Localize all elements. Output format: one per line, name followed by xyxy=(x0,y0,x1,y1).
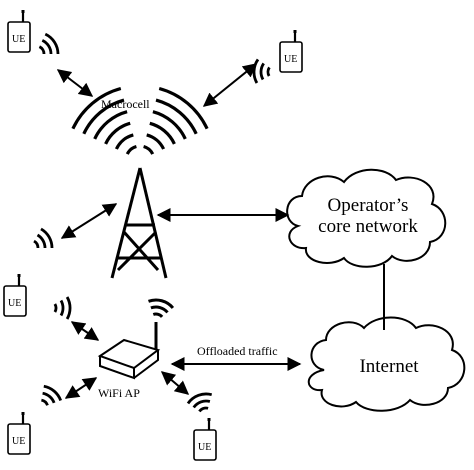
tower-wave-left-arc-4 xyxy=(93,110,128,140)
macrocell-tower xyxy=(71,86,209,279)
ue6-wave-arc-1 xyxy=(198,406,209,413)
core-network-label-line2: core network xyxy=(318,216,418,237)
ue-device-4: UE xyxy=(6,410,32,456)
tower-wave-right-arc-3 xyxy=(149,121,176,145)
ue-device-5: UE xyxy=(192,416,218,462)
phone-icon xyxy=(6,8,32,54)
ue5-wave-arc-2 xyxy=(42,391,56,404)
phone-icon xyxy=(2,272,28,318)
ue3-wave-arc-3 xyxy=(40,227,54,249)
ue-label: UE xyxy=(8,298,21,309)
ue-device-2: UE xyxy=(278,28,304,74)
ue4-wave-arc-2 xyxy=(59,299,65,317)
link-ue5-ap xyxy=(64,377,98,399)
macrocell-label: Macrocell xyxy=(101,97,150,111)
ap-wave-arc-2 xyxy=(150,305,169,314)
tower-wave-right-arc-2 xyxy=(146,133,166,150)
ue-label: UE xyxy=(198,442,211,453)
link-ue1-macrocell xyxy=(56,69,94,97)
tower-wave-right-arc-5 xyxy=(155,98,198,135)
ue-device-1: UE xyxy=(6,8,32,54)
wifi-ap: WiFi AP xyxy=(97,298,175,400)
internet-cloud: Internet xyxy=(307,316,466,412)
core-network-cloud: Operator’s core network xyxy=(286,168,447,268)
ue6-wave-arc-2 xyxy=(192,399,211,409)
core-network-label-line1: Operator’s xyxy=(328,195,409,216)
ap-wave-arc-3 xyxy=(147,298,175,309)
tower-wave-right-arc-6 xyxy=(158,86,209,130)
ue-label: UE xyxy=(12,436,25,447)
tower-lattice-icon xyxy=(110,167,168,279)
ue-device-3: UE xyxy=(2,272,28,318)
link-ue4-ap xyxy=(70,321,100,341)
ue-label: UE xyxy=(12,34,25,45)
ue-radio-waves xyxy=(33,32,271,413)
offloaded-traffic-label: Offloaded traffic xyxy=(197,344,278,358)
tower-wave-left-arc-5 xyxy=(82,98,125,135)
ue3-wave-arc-2 xyxy=(36,233,47,249)
wifi-waves-icon xyxy=(147,298,175,318)
ue4-wave-arc-3 xyxy=(65,296,72,320)
internet-label: Internet xyxy=(359,356,419,377)
ue2-wave-arc-1 xyxy=(266,66,271,77)
ue-label: UE xyxy=(284,54,297,65)
ue4-wave-arc-1 xyxy=(53,303,58,313)
ue2-wave-arc-3 xyxy=(252,58,260,84)
tower-wave-left-arc-1 xyxy=(125,144,137,155)
ue3-wave-arc-1 xyxy=(33,239,40,249)
tower-wave-left-arc-3 xyxy=(104,121,131,145)
ue5-wave-arc-3 xyxy=(43,384,63,402)
tower-wave-right-arc-1 xyxy=(143,144,155,155)
phone-icon xyxy=(6,410,32,456)
ap-wave-arc-1 xyxy=(152,312,164,318)
ue1-wave-arc-3 xyxy=(44,32,60,55)
phone-icon xyxy=(278,28,304,74)
link-ue2-macrocell xyxy=(202,63,258,107)
ue1-wave-arc-2 xyxy=(41,39,53,55)
tower-wave-left-arc-6 xyxy=(71,86,122,130)
ue5-wave-arc-1 xyxy=(40,398,49,406)
phone-icon xyxy=(192,416,218,462)
links xyxy=(56,63,302,399)
wifi-router-icon xyxy=(97,322,161,380)
tower-wave-right-arc-4 xyxy=(152,110,187,140)
wifi-ap-label: WiFi AP xyxy=(98,386,140,400)
link-ue3-macrocell xyxy=(60,203,118,239)
tower-radio-waves-icon xyxy=(71,86,209,155)
tower-wave-left-arc-2 xyxy=(114,133,134,150)
ue6-wave-arc-3 xyxy=(186,392,213,405)
link-ue6-ap xyxy=(160,371,190,395)
ue2-wave-arc-2 xyxy=(259,62,265,81)
ue1-wave-arc-1 xyxy=(38,45,46,55)
